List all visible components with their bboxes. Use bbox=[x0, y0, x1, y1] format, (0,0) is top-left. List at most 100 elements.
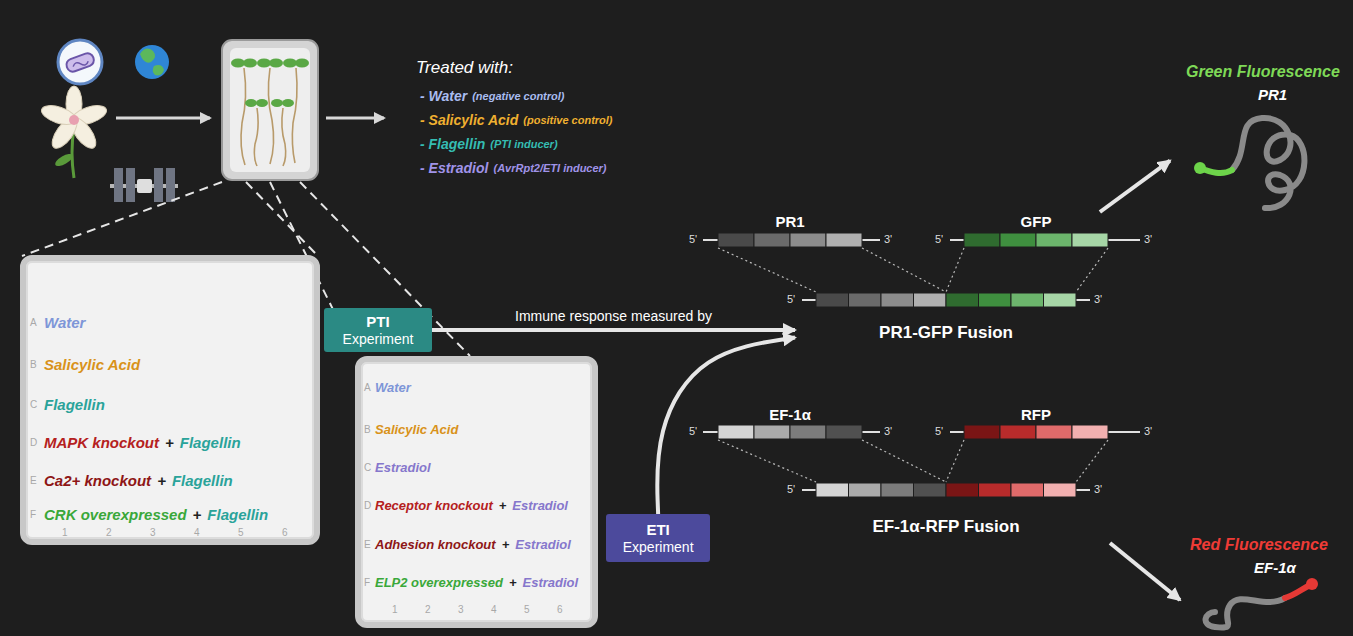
treatment-label: MAPK knockout bbox=[44, 434, 159, 452]
gene-segment bbox=[881, 293, 914, 307]
plate-row: Estradiol bbox=[375, 460, 431, 476]
gene-segment bbox=[914, 293, 947, 307]
strand-end: 3' bbox=[1144, 233, 1152, 246]
fluorescence-readout: Green FluorescencePR1 bbox=[1170, 55, 1338, 220]
fusion-guide bbox=[946, 440, 964, 482]
gene-segment bbox=[964, 425, 1000, 439]
gene-segment bbox=[946, 483, 979, 497]
seedling-leaf bbox=[231, 59, 309, 108]
construct-label: EF-1α bbox=[769, 406, 811, 424]
plate-column-number: 2 bbox=[425, 604, 431, 616]
plate-row-letter: F bbox=[30, 509, 36, 521]
seedling-leaf-part bbox=[256, 99, 268, 107]
plate-row-letter: D bbox=[364, 500, 371, 512]
treatment-label: + bbox=[157, 472, 166, 490]
plate-row: Water bbox=[375, 380, 411, 396]
construct-label: EF-1α bbox=[1254, 559, 1296, 577]
plate-row-letter: B bbox=[30, 359, 37, 371]
gene-fusion: EF-1αRFPEF-1α-RFP Fusion bbox=[795, 398, 1155, 543]
seedling-part bbox=[282, 108, 286, 166]
fusion-guide bbox=[1076, 248, 1108, 292]
treatment-label: Flagellin bbox=[180, 434, 241, 452]
treatment-label: Ca2+ knockout bbox=[44, 472, 151, 490]
experiment-badge: PTIExperiment bbox=[324, 308, 432, 352]
gene-segment bbox=[826, 425, 862, 439]
construct-label: RFP bbox=[1021, 406, 1051, 424]
plate-column-number: 5 bbox=[238, 527, 244, 539]
plate-row: Receptor knockout + Estradiol bbox=[375, 498, 568, 514]
measurement-arrow bbox=[432, 328, 795, 332]
fluorescence-readout: Red FluorescenceEF-1α bbox=[1180, 532, 1330, 632]
flower-part bbox=[69, 115, 79, 125]
construct-label: PR1-GFP Fusion bbox=[879, 323, 1013, 343]
gene-segment bbox=[1036, 233, 1072, 247]
fusion-guide bbox=[862, 248, 946, 292]
strand-end: 5' bbox=[935, 425, 943, 438]
plate-column-number: 1 bbox=[62, 527, 68, 539]
treatment-label: Estradiol bbox=[523, 575, 579, 591]
space-station-part bbox=[154, 168, 163, 202]
seedling-plate-part bbox=[222, 40, 318, 180]
treatment-item: - Estradiol bbox=[420, 160, 488, 177]
plate-column-number: 5 bbox=[524, 604, 530, 616]
treatment-label: ELP2 overexpressed bbox=[375, 575, 503, 591]
flow-arrow bbox=[116, 117, 210, 120]
measurement-arrow bbox=[657, 338, 795, 514]
seedling-part bbox=[292, 68, 297, 163]
green-fluorescent-protein-part bbox=[1194, 162, 1206, 174]
list-heading: Treated with: bbox=[416, 58, 513, 78]
seedling-leaf-part bbox=[243, 59, 257, 68]
gene-segment bbox=[790, 425, 826, 439]
treatment-note: (positive control) bbox=[523, 114, 612, 127]
plate-row-letter: C bbox=[30, 399, 37, 411]
red-fluorescent-protein-part bbox=[1306, 578, 1318, 590]
gene-segment bbox=[1072, 233, 1108, 247]
gene-segment bbox=[754, 425, 790, 439]
strand-end: 5' bbox=[935, 233, 943, 246]
plate-column-number: 1 bbox=[392, 604, 398, 616]
fusion-guide bbox=[946, 248, 964, 292]
treatment-label: + bbox=[165, 434, 174, 452]
strand-end: 5' bbox=[787, 483, 795, 496]
edge-label: Immune response measured by bbox=[512, 308, 715, 325]
flow-arrow bbox=[326, 117, 384, 120]
flower-part bbox=[70, 102, 109, 128]
treatment-label: + bbox=[499, 498, 507, 514]
plate-row: MAPK knockout + Flagellin bbox=[44, 434, 241, 452]
treatment-label: CRK overexpressed bbox=[44, 506, 187, 524]
strand-end: 3' bbox=[1094, 483, 1102, 496]
seedling-leaf-part bbox=[282, 99, 294, 107]
gene-segment bbox=[914, 483, 947, 497]
plate-row-letter: D bbox=[30, 437, 37, 449]
treatment-label: Estradiol bbox=[512, 498, 568, 514]
plate-row: CRK overexpressed+Flagellin bbox=[44, 506, 268, 524]
strand-end: 3' bbox=[1144, 425, 1152, 438]
treatment-note: (negative control) bbox=[472, 90, 564, 103]
plate-column-number: 3 bbox=[458, 604, 464, 616]
green-fluorescent-protein-part bbox=[1232, 118, 1304, 208]
treatment-label: Receptor knockout bbox=[375, 498, 493, 514]
well-plate: WaterSalicylic AcidFlagellinMAPK knockou… bbox=[20, 255, 320, 545]
strand-end: 3' bbox=[1094, 293, 1102, 306]
seedling-leaf-part bbox=[295, 59, 309, 68]
plate-column-number: 2 bbox=[106, 527, 112, 539]
space-station-part bbox=[166, 168, 175, 202]
plate-row-letter: C bbox=[364, 462, 371, 474]
readout-arrow bbox=[1110, 543, 1180, 600]
construct-label: PR1 bbox=[1258, 86, 1287, 104]
gene-segment bbox=[1011, 293, 1044, 307]
gene-segment bbox=[946, 293, 979, 307]
well-plate: WaterSalicylic AcidEstradiolReceptor kno… bbox=[355, 356, 598, 628]
fusion-guide bbox=[1076, 440, 1108, 482]
seedling-leaf-part bbox=[231, 59, 245, 68]
plate-row: Salicylic Acid bbox=[44, 356, 140, 374]
gene-segment bbox=[718, 425, 754, 439]
treatment-item: - Salicylic Acid bbox=[420, 112, 518, 129]
treatment-label: Flagellin bbox=[172, 472, 233, 490]
gene-segment bbox=[964, 233, 1000, 247]
construct-label: PR1 bbox=[775, 213, 804, 231]
petri-dish-part bbox=[72, 59, 89, 69]
seedling-leaf-part bbox=[269, 59, 283, 68]
badge-text: PTI bbox=[366, 313, 389, 331]
plate-row-letter: A bbox=[30, 317, 37, 329]
